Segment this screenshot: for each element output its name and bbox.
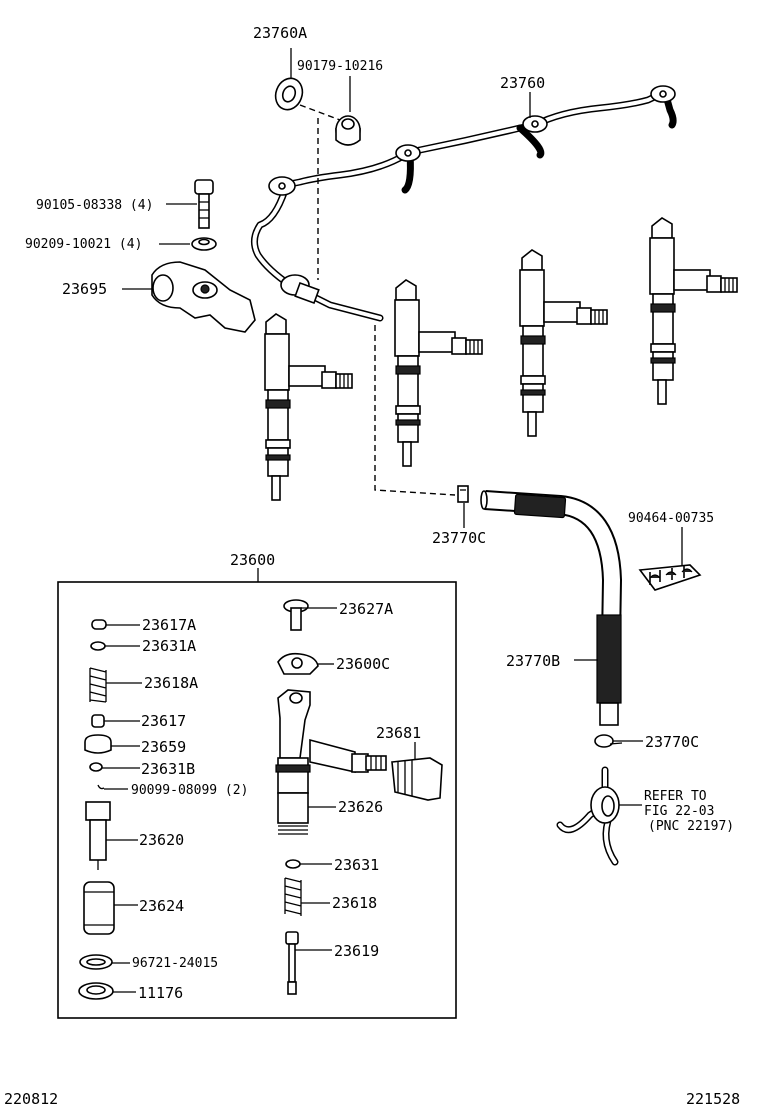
label-90209-10021: 90209-10021 (4) [25, 237, 142, 252]
label-90179-10216: 90179-10216 [297, 59, 383, 74]
label-23631A: 23631A [142, 637, 196, 655]
label-96721-24015: 96721-24015 [132, 956, 218, 971]
leader-lines [102, 48, 683, 993]
label-23631B: 23631B [141, 760, 195, 778]
label-23600C: 23600C [336, 655, 390, 673]
label-90105-08338: 90105-08338 (4) [36, 198, 153, 213]
injector-2 [394, 279, 483, 467]
refer-line-1: REFER TO [644, 789, 707, 804]
injector-3 [519, 249, 608, 437]
leakage-pipe [251, 85, 677, 322]
footer-code-right: 221528 [686, 1090, 740, 1108]
clip-90464-part [638, 564, 702, 591]
label-23627A: 23627A [339, 600, 393, 618]
injector-4 [649, 217, 738, 405]
gasket-23760A-part [274, 77, 304, 111]
label-23617: 23617 [141, 712, 186, 730]
label-23770B: 23770B [506, 652, 560, 670]
parts-right-column [275, 599, 387, 995]
label-23681: 23681 [376, 724, 421, 742]
label-23600: 23600 [230, 551, 275, 569]
label-90464-00735: 90464-00735 [628, 511, 714, 526]
label-23770C-top: 23770C [432, 529, 486, 547]
bolt-90105-part [194, 179, 214, 229]
hose-23770B-part [480, 490, 623, 726]
label-23619: 23619 [334, 942, 379, 960]
refer-line-2: FIG 22-03 [644, 804, 714, 819]
clip-23770C-top-part [457, 485, 469, 503]
label-23770C-bottom: 23770C [645, 733, 699, 751]
label-90099-08099: 90099-08099 (2) [131, 783, 248, 798]
label-23626: 23626 [338, 798, 383, 816]
label-23620: 23620 [139, 831, 184, 849]
nozzle-retainer-23681-part [391, 757, 443, 801]
clip-23770C-bottom-part [594, 734, 623, 748]
label-23618: 23618 [332, 894, 377, 912]
parts-left-column [78, 619, 115, 1000]
refer-line-3: (PNC 22197) [648, 819, 734, 834]
label-23760: 23760 [500, 74, 545, 92]
clamp-23695-part [151, 261, 256, 333]
label-23760A: 23760A [253, 24, 307, 42]
label-11176: 11176 [138, 984, 183, 1002]
label-23659: 23659 [141, 738, 186, 756]
kit-box-23600 [57, 581, 457, 1019]
label-23624: 23624 [139, 897, 184, 915]
footer-code-left: 220812 [4, 1090, 58, 1108]
fuel-return-junction [556, 766, 620, 866]
label-23695: 23695 [62, 280, 107, 298]
label-23617A: 23617A [142, 616, 196, 634]
injector-1 [264, 313, 353, 501]
washer-90209-part [191, 237, 217, 251]
label-23631: 23631 [334, 856, 379, 874]
union-bolt-90179-part [335, 115, 361, 146]
label-23618A: 23618A [144, 674, 198, 692]
